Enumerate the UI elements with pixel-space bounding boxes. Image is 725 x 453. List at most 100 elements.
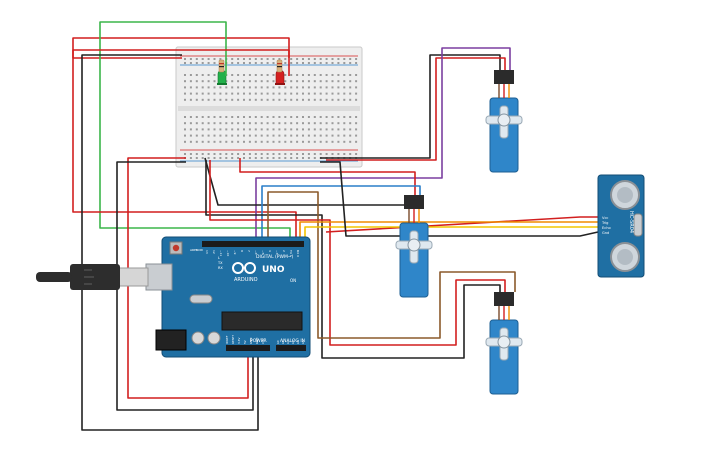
- breadboard-hole[interactable]: [254, 74, 257, 76]
- breadboard-hole[interactable]: [343, 86, 346, 89]
- breadboard-hole[interactable]: [313, 92, 316, 95]
- breadboard-hole[interactable]: [278, 134, 281, 137]
- breadboard-hole[interactable]: [331, 80, 334, 83]
- breadboard-hole[interactable]: [302, 80, 304, 83]
- breadboard-hole[interactable]: [343, 98, 346, 101]
- breadboard-hole[interactable]: [319, 92, 322, 95]
- breadboard-hole[interactable]: [225, 157, 228, 159]
- breadboard-hole[interactable]: [325, 86, 328, 89]
- breadboard-hole[interactable]: [225, 116, 228, 118]
- breadboard-hole[interactable]: [337, 62, 340, 64]
- breadboard-hole[interactable]: [302, 157, 304, 159]
- breadboard-hole[interactable]: [296, 157, 299, 159]
- breadboard-hole[interactable]: [331, 140, 334, 143]
- breadboard-hole[interactable]: [248, 122, 251, 125]
- breadboard-hole[interactable]: [219, 98, 222, 101]
- breadboard-hole[interactable]: [302, 58, 304, 60]
- breadboard-hole[interactable]: [296, 116, 299, 118]
- breadboard-hole[interactable]: [237, 128, 240, 131]
- breadboard-hole[interactable]: [325, 62, 328, 64]
- breadboard-hole[interactable]: [302, 92, 304, 95]
- breadboard-hole[interactable]: [302, 128, 304, 131]
- breadboard-hole[interactable]: [254, 80, 257, 83]
- servo-middle[interactable]: [395, 195, 433, 298]
- breadboard-hole[interactable]: [254, 153, 257, 155]
- breadboard-hole[interactable]: [231, 62, 234, 64]
- breadboard-hole[interactable]: [237, 140, 240, 143]
- breadboard-hole[interactable]: [195, 92, 198, 95]
- breadboard-hole[interactable]: [266, 62, 269, 64]
- breadboard-hole[interactable]: [248, 58, 251, 60]
- breadboard-hole[interactable]: [237, 153, 240, 155]
- breadboard-hole[interactable]: [290, 153, 293, 155]
- breadboard-hole[interactable]: [272, 134, 275, 137]
- breadboard-hole[interactable]: [302, 62, 304, 64]
- breadboard-hole[interactable]: [325, 98, 328, 101]
- breadboard-hole[interactable]: [331, 116, 334, 118]
- breadboard-hole[interactable]: [284, 80, 287, 83]
- breadboard-hole[interactable]: [266, 92, 269, 95]
- breadboard-hole[interactable]: [302, 153, 304, 155]
- breadboard-hole[interactable]: [331, 74, 334, 76]
- breadboard-hole[interactable]: [260, 116, 263, 118]
- breadboard-hole[interactable]: [213, 62, 216, 64]
- breadboard-hole[interactable]: [213, 122, 216, 125]
- breadboard-hole[interactable]: [278, 58, 281, 60]
- breadboard-hole[interactable]: [243, 62, 245, 64]
- breadboard-hole[interactable]: [337, 140, 340, 143]
- breadboard-hole[interactable]: [189, 74, 192, 76]
- breadboard-hole[interactable]: [189, 134, 192, 137]
- breadboard-hole[interactable]: [266, 153, 269, 155]
- breadboard-hole[interactable]: [184, 140, 186, 143]
- breadboard-hole[interactable]: [272, 92, 275, 95]
- breadboard-hole[interactable]: [278, 140, 281, 143]
- breadboard-hole[interactable]: [213, 98, 216, 101]
- breadboard-hole[interactable]: [195, 86, 198, 89]
- breadboard-hole[interactable]: [272, 153, 275, 155]
- breadboard-hole[interactable]: [349, 92, 352, 95]
- breadboard-hole[interactable]: [213, 134, 216, 137]
- breadboard-hole[interactable]: [231, 140, 234, 143]
- breadboard-hole[interactable]: [307, 153, 310, 155]
- breadboard-hole[interactable]: [296, 122, 299, 125]
- breadboard-hole[interactable]: [237, 80, 240, 83]
- breadboard-hole[interactable]: [189, 80, 192, 83]
- breadboard-hole[interactable]: [284, 128, 287, 131]
- breadboard-hole[interactable]: [355, 98, 358, 101]
- breadboard-hole[interactable]: [343, 62, 346, 64]
- breadboard-hole[interactable]: [272, 98, 275, 101]
- breadboard-hole[interactable]: [195, 157, 198, 159]
- breadboard-hole[interactable]: [219, 157, 222, 159]
- breadboard-hole[interactable]: [248, 157, 251, 159]
- breadboard-hole[interactable]: [313, 58, 316, 60]
- breadboard-hole[interactable]: [313, 62, 316, 64]
- breadboard-hole[interactable]: [307, 62, 310, 64]
- breadboard-hole[interactable]: [201, 134, 204, 137]
- breadboard-hole[interactable]: [349, 122, 352, 125]
- breadboard-hole[interactable]: [184, 58, 186, 60]
- breadboard-hole[interactable]: [337, 58, 340, 60]
- breadboard-hole[interactable]: [248, 74, 251, 76]
- breadboard-hole[interactable]: [189, 122, 192, 125]
- breadboard-hole[interactable]: [231, 134, 234, 137]
- breadboard-hole[interactable]: [349, 80, 352, 83]
- breadboard-hole[interactable]: [237, 86, 240, 89]
- breadboard-hole[interactable]: [272, 122, 275, 125]
- breadboard-hole[interactable]: [325, 58, 328, 60]
- breadboard-hole[interactable]: [219, 86, 222, 89]
- breadboard-hole[interactable]: [243, 140, 245, 143]
- breadboard-hole[interactable]: [260, 128, 263, 131]
- breadboard-hole[interactable]: [207, 122, 210, 125]
- breadboard-hole[interactable]: [278, 122, 281, 125]
- breadboard-hole[interactable]: [296, 86, 299, 89]
- breadboard-hole[interactable]: [184, 134, 186, 137]
- breadboard-hole[interactable]: [307, 98, 310, 101]
- breadboard-hole[interactable]: [213, 58, 216, 60]
- breadboard-hole[interactable]: [207, 62, 210, 64]
- servo-top[interactable]: [485, 70, 523, 173]
- breadboard-hole[interactable]: [296, 134, 299, 137]
- breadboard-hole[interactable]: [307, 58, 310, 60]
- breadboard-hole[interactable]: [260, 157, 263, 159]
- breadboard-hole[interactable]: [266, 74, 269, 76]
- breadboard-hole[interactable]: [213, 86, 216, 89]
